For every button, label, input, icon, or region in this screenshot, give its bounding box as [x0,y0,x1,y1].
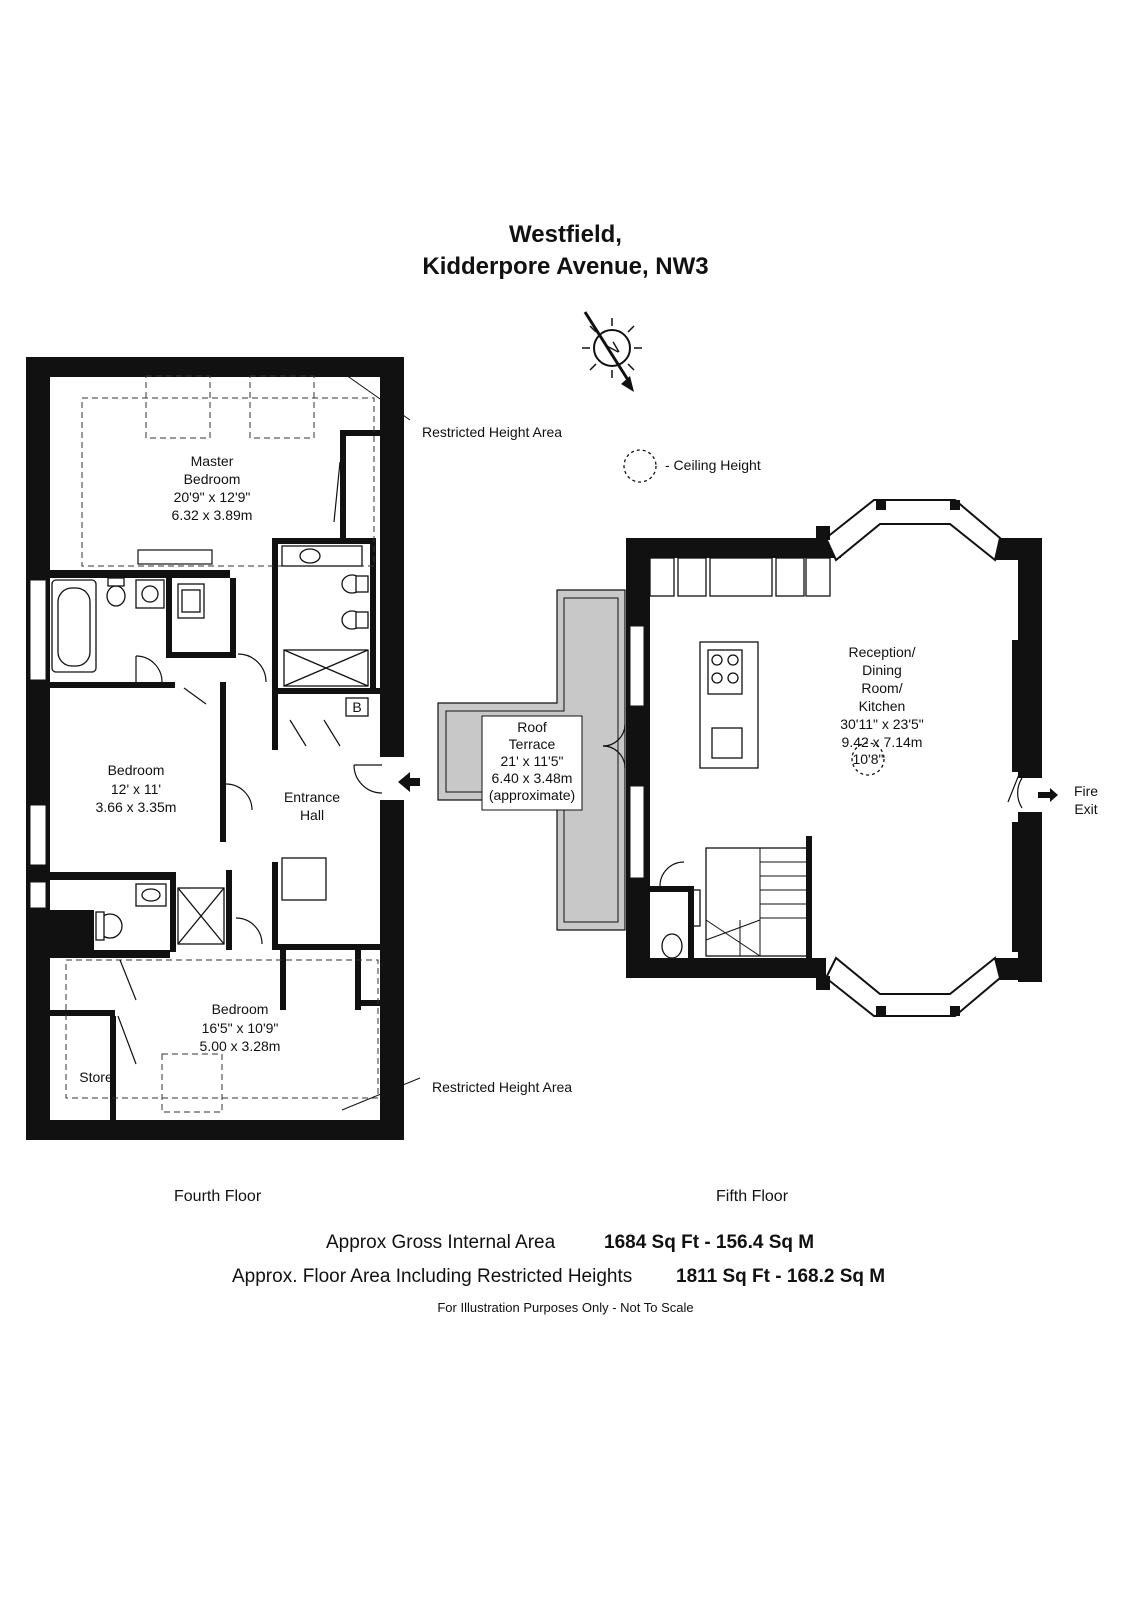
master-bedroom-imperial: 20'9" x 12'9" [174,489,251,505]
gross-area-label: Approx Gross Internal Area [326,1232,556,1253]
fourth-floor-plan: B Master Bedroom 20'9" x 12'9" 6.32 x [26,357,421,1140]
roof-terrace-imperial: 21' x 11'5" [501,753,564,769]
master-bedroom-metric: 6.32 x 3.89m [172,507,253,523]
bedroom-bottom-metric: 5.00 x 3.28m [200,1038,281,1054]
restricted-height-label-bottom: Restricted Height Area [432,1079,572,1095]
boiler-label: B [352,699,361,715]
fifth-floor-plan: 10'8" Reception/ Dining Room/ Kitchen 30… [437,499,1098,1017]
roof-terrace-metric: 6.40 x 3.48m [492,770,573,786]
bedroom-mid-metric: 3.66 x 3.35m [96,799,177,815]
restricted-height-label-top: Restricted Height Area [422,424,562,440]
roof-terrace-note: (approximate) [489,787,575,803]
reception-l1: Reception/ [849,644,916,660]
roof-terrace-l1: Roof [517,719,547,735]
plan-title-line1: Westfield, [509,221,622,248]
bedroom-bottom-name: Bedroom [212,1001,269,1017]
reception-l2: Dining [862,662,902,678]
bedroom-bottom-imperial: 16'5" x 10'9" [202,1020,279,1036]
roof-terrace-l2: Terrace [509,736,556,752]
gross-area-value: 1684 Sq Ft - 156.4 Sq M [604,1232,815,1253]
master-bedroom-name2: Bedroom [184,471,241,487]
compass-icon: N [582,311,642,392]
fourth-floor-label: Fourth Floor [174,1188,262,1205]
entrance-hall-name1: Entrance [284,789,340,805]
reception-ceiling-height: 10'8" [852,751,883,767]
reception-l4: Kitchen [859,698,906,714]
ceiling-height-legend-icon [623,449,657,483]
plan-title-line2: Kidderpore Avenue, NW3 [422,253,709,280]
fifth-floor-label: Fifth Floor [716,1188,789,1205]
bedroom-mid-imperial: 12' x 11' [111,781,161,797]
entrance-hall-name2: Hall [300,807,324,823]
disclaimer: For Illustration Purposes Only - Not To … [437,1300,694,1315]
reception-l3: Room/ [861,680,902,696]
ceiling-height-legend: - Ceiling Height [665,457,761,473]
fire-exit-l2: Exit [1074,801,1097,817]
master-bedroom-name1: Master [191,453,234,469]
store-label: Store [79,1069,113,1085]
fire-exit-l1: Fire [1074,783,1098,799]
reception-imperial: 30'11" x 23'5" [840,716,924,732]
restricted-area-value: 1811 Sq Ft - 168.2 Sq M [676,1266,886,1287]
reception-metric: 9.42 x 7.14m [842,734,923,750]
restricted-area-label: Approx. Floor Area Including Restricted … [232,1266,633,1287]
bedroom-mid-name: Bedroom [108,762,165,778]
